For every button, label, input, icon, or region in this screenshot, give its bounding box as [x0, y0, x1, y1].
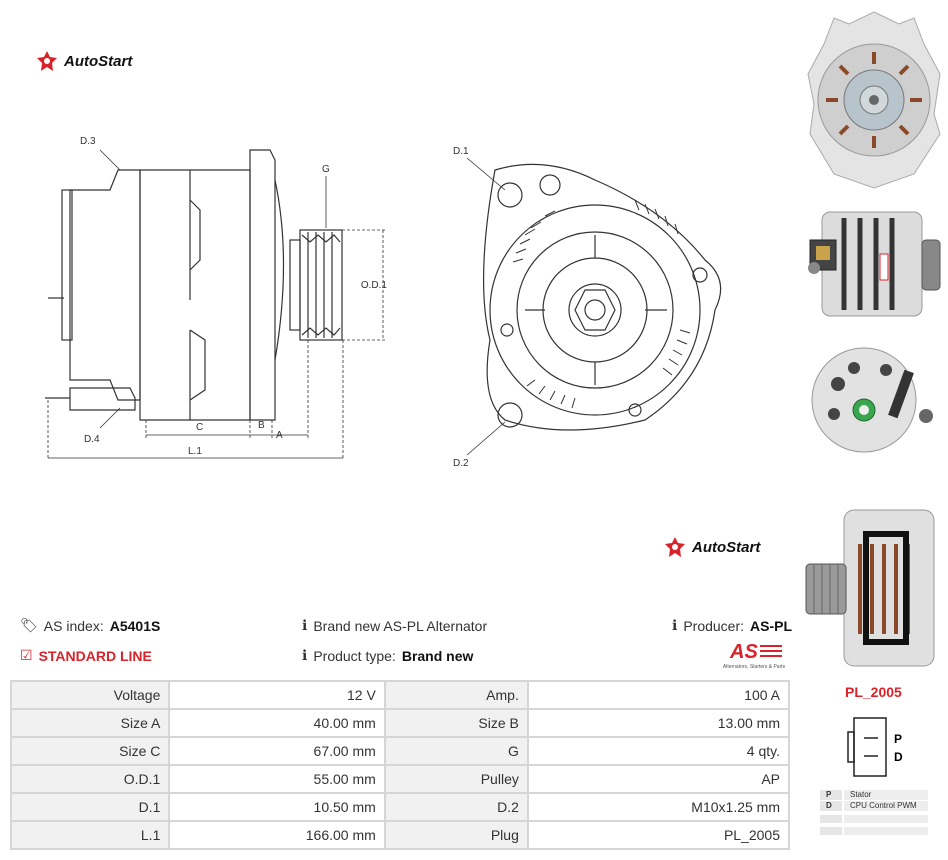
label-a: A	[276, 430, 283, 441]
plug-diagram: P D	[847, 717, 903, 777]
info-icon: ℹ	[302, 647, 308, 663]
autostart-star-icon	[665, 537, 685, 557]
as-pl-logo: AS Alternators, Starters & Parts	[723, 641, 786, 670]
logo-text: AutoStart	[692, 538, 761, 556]
spec-value: 67.00 mm	[168, 736, 386, 766]
alternator-side-photo	[808, 211, 941, 317]
product-line: ☑ STANDARD LINE	[20, 647, 152, 664]
checkbox-icon: ☑	[20, 647, 33, 663]
product-line-label: STANDARD LINE	[38, 647, 152, 664]
as-index-label: AS index:	[43, 617, 104, 634]
autostart-logo-secondary: AutoStart	[664, 536, 760, 558]
as-pl-logo-text: AS	[729, 641, 758, 663]
label-l1: L.1	[188, 446, 202, 457]
product-type-label: Product type:	[313, 647, 396, 664]
spec-value: 100 A	[526, 680, 791, 710]
as-index-value: A5401S	[109, 617, 161, 634]
spec-key: Size B	[383, 708, 529, 738]
tag-icon: 🏷︎	[20, 617, 38, 633]
legend-pin: D	[820, 801, 842, 811]
label-c: C	[196, 422, 203, 433]
alternator-rear-photo	[811, 347, 933, 453]
spec-value: 55.00 mm	[168, 764, 386, 794]
logo-text: AutoStart	[64, 52, 133, 70]
spec-key: Voltage	[9, 680, 171, 710]
spec-value: 166.00 mm	[168, 820, 386, 850]
product-type: ℹ Product type: Brand new	[302, 647, 473, 664]
spec-value: 13.00 mm	[526, 708, 791, 738]
description-text: Brand new AS-PL Alternator	[313, 617, 488, 634]
autostart-star-icon	[37, 51, 57, 71]
spec-key: D.1	[9, 792, 171, 822]
producer: ℹ Producer: AS-PL	[672, 617, 792, 634]
info-icon: ℹ	[672, 617, 678, 633]
alternator-front-photo	[807, 11, 941, 189]
spec-value: AP	[526, 764, 791, 794]
legend-desc: Stator	[844, 790, 928, 800]
spec-value: 12 V	[168, 680, 386, 710]
spec-key: Size C	[9, 736, 171, 766]
spec-value: M10x1.25 mm	[526, 792, 791, 822]
label-od1: O.D.1	[361, 280, 388, 291]
plug-pin-d: D	[894, 750, 903, 764]
legend-pin: P	[820, 790, 842, 800]
label-d3: D.3	[80, 136, 96, 147]
spec-key: Plug	[383, 820, 529, 850]
spec-value: 40.00 mm	[168, 708, 386, 738]
plug-pin-p: P	[894, 732, 902, 746]
spec-key: D.2	[383, 792, 529, 822]
as-index: 🏷︎ AS index: A5401S	[20, 617, 160, 634]
label-g: G	[322, 164, 330, 175]
spec-key: G	[383, 736, 529, 766]
spec-value: 10.50 mm	[168, 792, 386, 822]
producer-label: Producer:	[683, 617, 745, 634]
spec-key: O.D.1	[9, 764, 171, 794]
spec-key: Size A	[9, 708, 171, 738]
label-b: B	[258, 420, 265, 431]
spec-key: L.1	[9, 820, 171, 850]
label-d1: D.1	[453, 146, 469, 157]
spec-key: Pulley	[383, 764, 529, 794]
autostart-logo: AutoStart	[36, 50, 132, 72]
spec-key: Amp.	[383, 680, 529, 710]
legend-desc: CPU Control PWM	[844, 801, 928, 811]
info-icon: ℹ	[302, 617, 308, 633]
plug-code: PL_2005	[845, 684, 902, 700]
label-d4: D.4	[84, 434, 100, 445]
label-d2: D.2	[453, 458, 469, 469]
alternator-pulley-side-photo	[805, 509, 935, 667]
alternator-side-drawing: D.3 D.4 G O.D.1 C B A L.1	[45, 136, 387, 460]
as-pl-tagline: Alternators, Starters & Parts	[723, 664, 786, 670]
producer-value: AS-PL	[750, 617, 793, 634]
spec-value: PL_2005	[526, 820, 791, 850]
product-type-value: Brand new	[401, 647, 474, 664]
spec-value: 4 qty.	[526, 736, 791, 766]
alternator-front-drawing: D.1 D.2	[453, 146, 722, 469]
product-description: ℹ Brand new AS-PL Alternator	[302, 617, 487, 634]
